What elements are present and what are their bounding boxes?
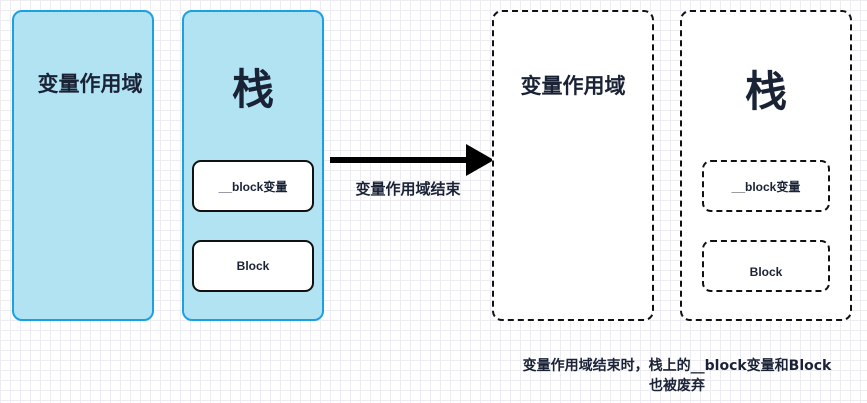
stack-label-before: 栈 — [231, 65, 274, 114]
transition-caption: 变量作用域结束 — [355, 180, 461, 198]
transition-arrow-head — [466, 144, 494, 176]
scope-label-before: 变量作用域 — [37, 72, 143, 96]
block-variable-box-before: __block变量 — [192, 160, 314, 212]
block-variable-box-after: __block变量 — [702, 160, 830, 212]
explanation-note-line-1: 变量作用域结束时，栈上的__block变量和Block — [522, 358, 832, 374]
explanation-note-line-2: 也被废弃 — [649, 378, 705, 394]
transition-arrow-shaft — [330, 157, 468, 163]
block-box-before: Block — [192, 240, 314, 292]
scope-label-after: 变量作用域 — [520, 74, 626, 98]
block-box-after: Block — [702, 240, 830, 292]
stack-label-after: 栈 — [744, 67, 787, 116]
explanation-note: 变量作用域结束时，栈上的__block变量和Block 也被废弃 — [498, 356, 856, 396]
scope-panel-before — [12, 10, 154, 321]
scope-panel-after — [492, 10, 654, 321]
